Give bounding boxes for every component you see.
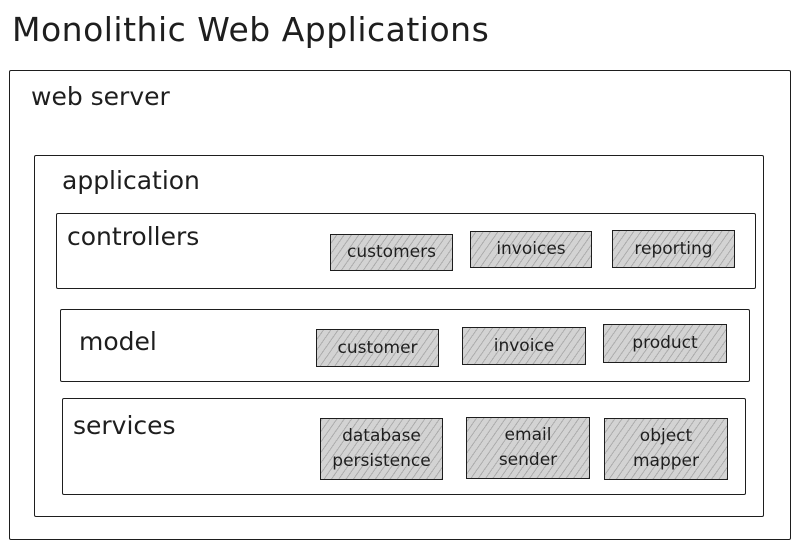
controller-invoices: invoices bbox=[470, 231, 592, 268]
service-database-persistence-line2: persistence bbox=[332, 451, 431, 471]
application-label: application bbox=[62, 166, 200, 195]
diagram-title: Monolithic Web Applications bbox=[12, 10, 490, 49]
model-label: model bbox=[79, 327, 157, 356]
services-box bbox=[62, 398, 746, 495]
service-object-mapper-line2: mapper bbox=[632, 451, 699, 471]
web-server-label: web server bbox=[31, 82, 170, 111]
service-database-persistence-line1: database bbox=[342, 426, 421, 446]
service-email-sender: email sender bbox=[466, 417, 590, 479]
service-email-sender-line1: email bbox=[504, 425, 552, 445]
service-database-persistence: database persistence bbox=[320, 418, 443, 480]
service-object-mapper-line1: object bbox=[639, 426, 693, 446]
web-server-box bbox=[9, 70, 791, 540]
controllers-box bbox=[56, 213, 756, 289]
service-object-mapper: object mapper bbox=[604, 418, 728, 480]
model-invoice: invoice bbox=[462, 327, 586, 365]
model-product: product bbox=[603, 324, 727, 363]
model-customer: customer bbox=[316, 329, 439, 367]
controller-customers: customers bbox=[330, 234, 453, 271]
controllers-label: controllers bbox=[67, 222, 200, 251]
controller-reporting: reporting bbox=[612, 230, 735, 268]
service-email-sender-line2: sender bbox=[498, 450, 558, 470]
model-box bbox=[60, 309, 750, 382]
services-label: services bbox=[73, 411, 176, 440]
application-box bbox=[34, 155, 764, 517]
